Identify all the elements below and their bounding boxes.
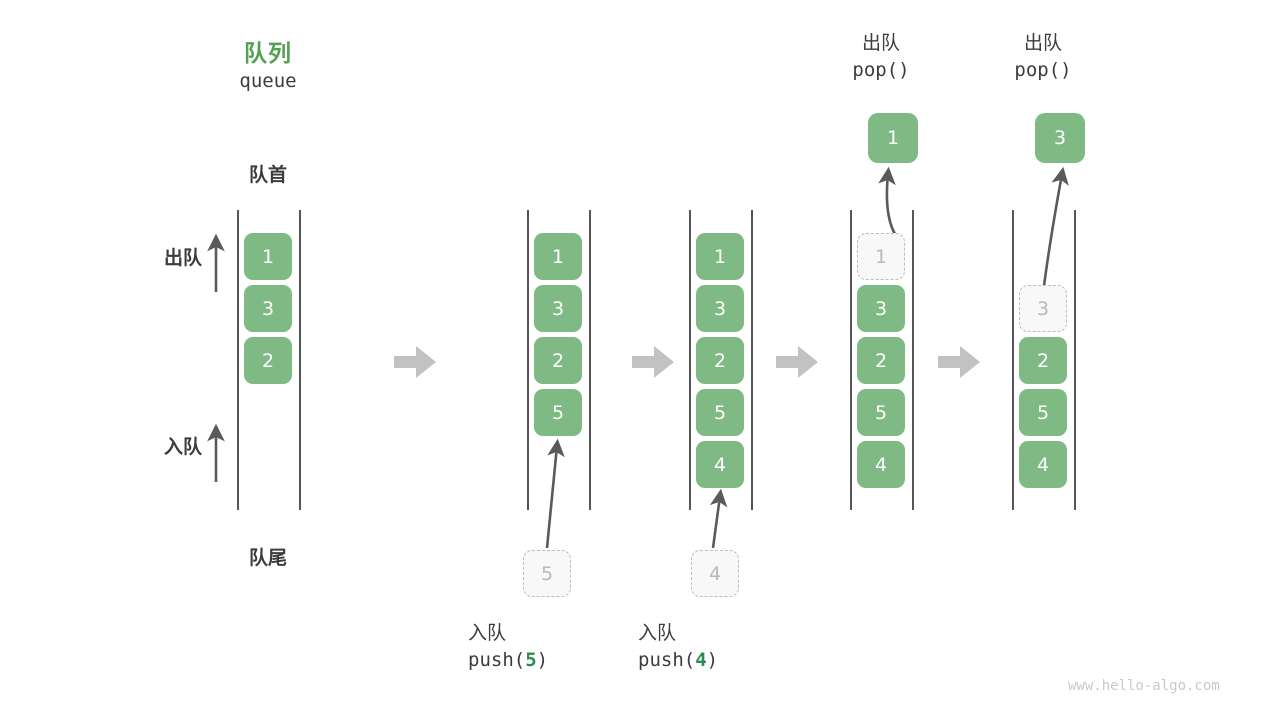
pop-caption-code: pop() bbox=[973, 57, 1113, 84]
pop-code-pre: pop( bbox=[1014, 58, 1061, 81]
queue-rail-left bbox=[689, 210, 691, 510]
incoming-ghost-cell: 5 bbox=[523, 550, 571, 597]
pop-arrow-icon bbox=[878, 166, 897, 235]
popped-cell: 3 bbox=[1035, 113, 1085, 163]
queue-rail-left bbox=[1012, 210, 1014, 510]
push-arrow-icon bbox=[545, 438, 565, 549]
pop-caption-code: pop() bbox=[811, 57, 951, 84]
push-caption-code: push(5) bbox=[468, 647, 648, 674]
push-caption-cn: 入队 bbox=[468, 622, 507, 644]
push-caption: 入队 push(4) bbox=[638, 620, 818, 674]
step-arrow-icon bbox=[632, 346, 674, 378]
queue-cell: 5 bbox=[696, 389, 744, 436]
queue-cell: 3 bbox=[534, 285, 582, 332]
dequeue-direction-arrow-icon bbox=[207, 233, 225, 292]
push-code-arg: 5 bbox=[525, 648, 537, 671]
pop-code-post: ) bbox=[1060, 58, 1072, 81]
queue-cell: 3 bbox=[696, 285, 744, 332]
step-arrow-icon bbox=[776, 346, 818, 378]
queue-cell: 5 bbox=[1019, 389, 1067, 436]
queue-cell: 1 bbox=[244, 233, 292, 280]
queue-rail-left bbox=[527, 210, 529, 510]
pop-code-post: ) bbox=[898, 58, 910, 81]
queue-cell-new: 4 bbox=[696, 441, 744, 488]
watermark: www.hello-algo.com bbox=[1068, 678, 1220, 694]
front-label: 队首 bbox=[248, 164, 287, 186]
queue-rail-right bbox=[589, 210, 591, 510]
queue-cell: 2 bbox=[244, 337, 292, 384]
diagram-title-cn: 队列 bbox=[244, 41, 292, 67]
push-caption-cn: 入队 bbox=[638, 622, 677, 644]
enqueue-direction-arrow-icon bbox=[207, 423, 225, 482]
dequeue-direction-label: 出队 bbox=[163, 247, 202, 269]
queue-cell: 3 bbox=[857, 285, 905, 332]
queue-rail-right bbox=[751, 210, 753, 510]
step-arrow-icon bbox=[394, 346, 436, 378]
step-arrow-icon bbox=[938, 346, 980, 378]
push-code-arg: 4 bbox=[695, 648, 707, 671]
push-caption: 入队 push(5) bbox=[468, 620, 648, 674]
queue-cell-new: 5 bbox=[534, 389, 582, 436]
pop-caption: 出队 pop() bbox=[811, 30, 951, 84]
popped-ghost-cell: 3 bbox=[1019, 285, 1067, 332]
queue-cell: 2 bbox=[696, 337, 744, 384]
back-label: 队尾 bbox=[248, 547, 287, 569]
popped-ghost-cell: 1 bbox=[857, 233, 905, 280]
push-caption-code: push(4) bbox=[638, 647, 818, 674]
queue-cell: 4 bbox=[1019, 441, 1067, 488]
queue-rail-left bbox=[850, 210, 852, 510]
push-code-pre: push( bbox=[468, 648, 526, 671]
queue-cell: 2 bbox=[534, 337, 582, 384]
queue-rail-left bbox=[237, 210, 239, 510]
queue-cell: 4 bbox=[857, 441, 905, 488]
push-arrow-icon bbox=[709, 488, 728, 549]
push-code-pre: push( bbox=[638, 648, 696, 671]
push-code-post: ) bbox=[706, 648, 719, 671]
pop-caption: 出队 pop() bbox=[973, 30, 1113, 84]
pop-caption-cn: 出队 bbox=[861, 32, 900, 54]
queue-cell: 5 bbox=[857, 389, 905, 436]
queue-rail-right bbox=[912, 210, 914, 510]
queue-rail-right bbox=[299, 210, 301, 510]
queue-cell: 1 bbox=[534, 233, 582, 280]
queue-cell: 2 bbox=[1019, 337, 1067, 384]
queue-rail-right bbox=[1074, 210, 1076, 510]
pop-arrow-icon bbox=[1042, 166, 1069, 287]
queue-cell: 3 bbox=[244, 285, 292, 332]
popped-cell: 1 bbox=[868, 113, 918, 163]
pop-caption-cn: 出队 bbox=[1023, 32, 1062, 54]
enqueue-direction-label: 入队 bbox=[163, 436, 202, 458]
push-code-post: ) bbox=[536, 648, 549, 671]
diagram-title-code: queue bbox=[239, 70, 297, 92]
incoming-ghost-cell: 4 bbox=[691, 550, 739, 597]
queue-cell: 2 bbox=[857, 337, 905, 384]
pop-code-pre: pop( bbox=[852, 58, 899, 81]
queue-cell: 1 bbox=[696, 233, 744, 280]
